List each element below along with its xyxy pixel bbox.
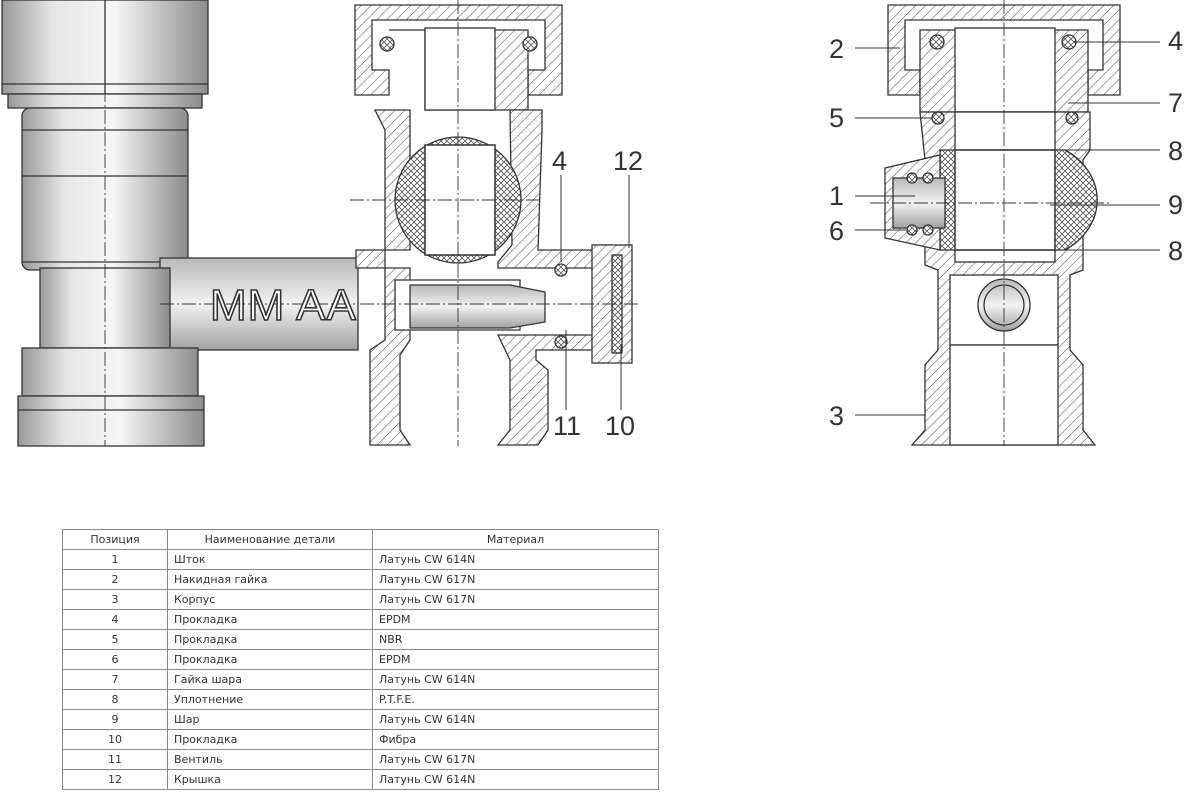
- callout-1: 1: [829, 181, 844, 211]
- cell-material: Латунь CW 617N: [372, 589, 659, 610]
- cell-part-name: Корпус: [167, 589, 373, 610]
- cell-material: Латунь CW 614N: [372, 709, 659, 730]
- cell-position: 5: [62, 629, 168, 650]
- callout-2: 2: [829, 34, 844, 64]
- cell-position: 2: [62, 569, 168, 590]
- external-view: MM AA: [1, 0, 359, 447]
- cell-material: Латунь CW 614N: [372, 669, 659, 690]
- cell-material: Латунь CW 617N: [372, 569, 659, 590]
- section-union-nut: [354, 4, 563, 96]
- header-material: Материал: [372, 529, 659, 550]
- cell-position: 7: [62, 669, 168, 690]
- section-view: [350, 0, 640, 446]
- callout-8-lower: 8: [1168, 236, 1183, 266]
- callout-4-right: 4: [1168, 26, 1183, 56]
- cell-part-name: Крышка: [167, 769, 373, 790]
- header-position: Позиция: [62, 529, 168, 550]
- header-part-name: Наименование детали: [167, 529, 373, 550]
- cell-part-name: Прокладка: [167, 609, 373, 630]
- cell-part-name: Прокладка: [167, 629, 373, 650]
- front-section-view: [855, 0, 1160, 446]
- callout-4-middle: 4: [552, 146, 567, 176]
- cell-position: 4: [62, 609, 168, 630]
- cell-position: 11: [62, 749, 168, 770]
- callout-7: 7: [1168, 88, 1183, 118]
- callout-5: 5: [829, 103, 844, 133]
- cell-material: Фибра: [372, 729, 659, 750]
- cell-position: 3: [62, 589, 168, 610]
- cell-part-name: Накидная гайка: [167, 569, 373, 590]
- lower-body: [21, 347, 199, 397]
- callout-11: 11: [553, 411, 581, 441]
- cell-part-name: Шток: [167, 549, 373, 570]
- oring-top-right: [522, 36, 538, 52]
- cell-part-name: Прокладка: [167, 729, 373, 750]
- bottom-hex: [17, 395, 205, 447]
- callout-8-upper: 8: [1168, 136, 1183, 166]
- cell-part-name: Уплотнение: [167, 689, 373, 710]
- cell-material: P.T.F.E.: [372, 689, 659, 710]
- cell-material: Латунь CW 614N: [372, 769, 659, 790]
- cell-position: 8: [62, 689, 168, 710]
- cell-position: 9: [62, 709, 168, 730]
- callout-6: 6: [829, 216, 844, 246]
- front-oring-right: [1061, 34, 1077, 50]
- cell-part-name: Шар: [167, 709, 373, 730]
- cell-material: EPDM: [372, 649, 659, 670]
- cell-material: Латунь CW 617N: [372, 749, 659, 770]
- front-oring-left: [929, 34, 945, 50]
- cell-position: 6: [62, 649, 168, 670]
- cell-part-name: Прокладка: [167, 649, 373, 670]
- engraving-text: MM AA: [210, 281, 357, 330]
- section-body-left: [355, 109, 412, 446]
- cell-position: 12: [62, 769, 168, 790]
- callout-12: 12: [613, 146, 643, 176]
- cell-position: 1: [62, 549, 168, 570]
- callout-10: 10: [605, 411, 635, 441]
- cell-material: NBR: [372, 629, 659, 650]
- callout-3: 3: [829, 401, 844, 431]
- cell-material: Латунь CW 614N: [372, 549, 659, 570]
- valve-drawing: MM AA 4 12 11 10: [1, 0, 1183, 447]
- cell-position: 10: [62, 729, 168, 750]
- cell-part-name: Вентиль: [167, 749, 373, 770]
- parts-table-header: Позиция Наименование детали Материал: [62, 529, 659, 550]
- oring-top-left: [379, 36, 395, 52]
- callout-9: 9: [1168, 190, 1183, 220]
- cell-part-name: Гайка шара: [167, 669, 373, 690]
- cell-material: EPDM: [372, 609, 659, 630]
